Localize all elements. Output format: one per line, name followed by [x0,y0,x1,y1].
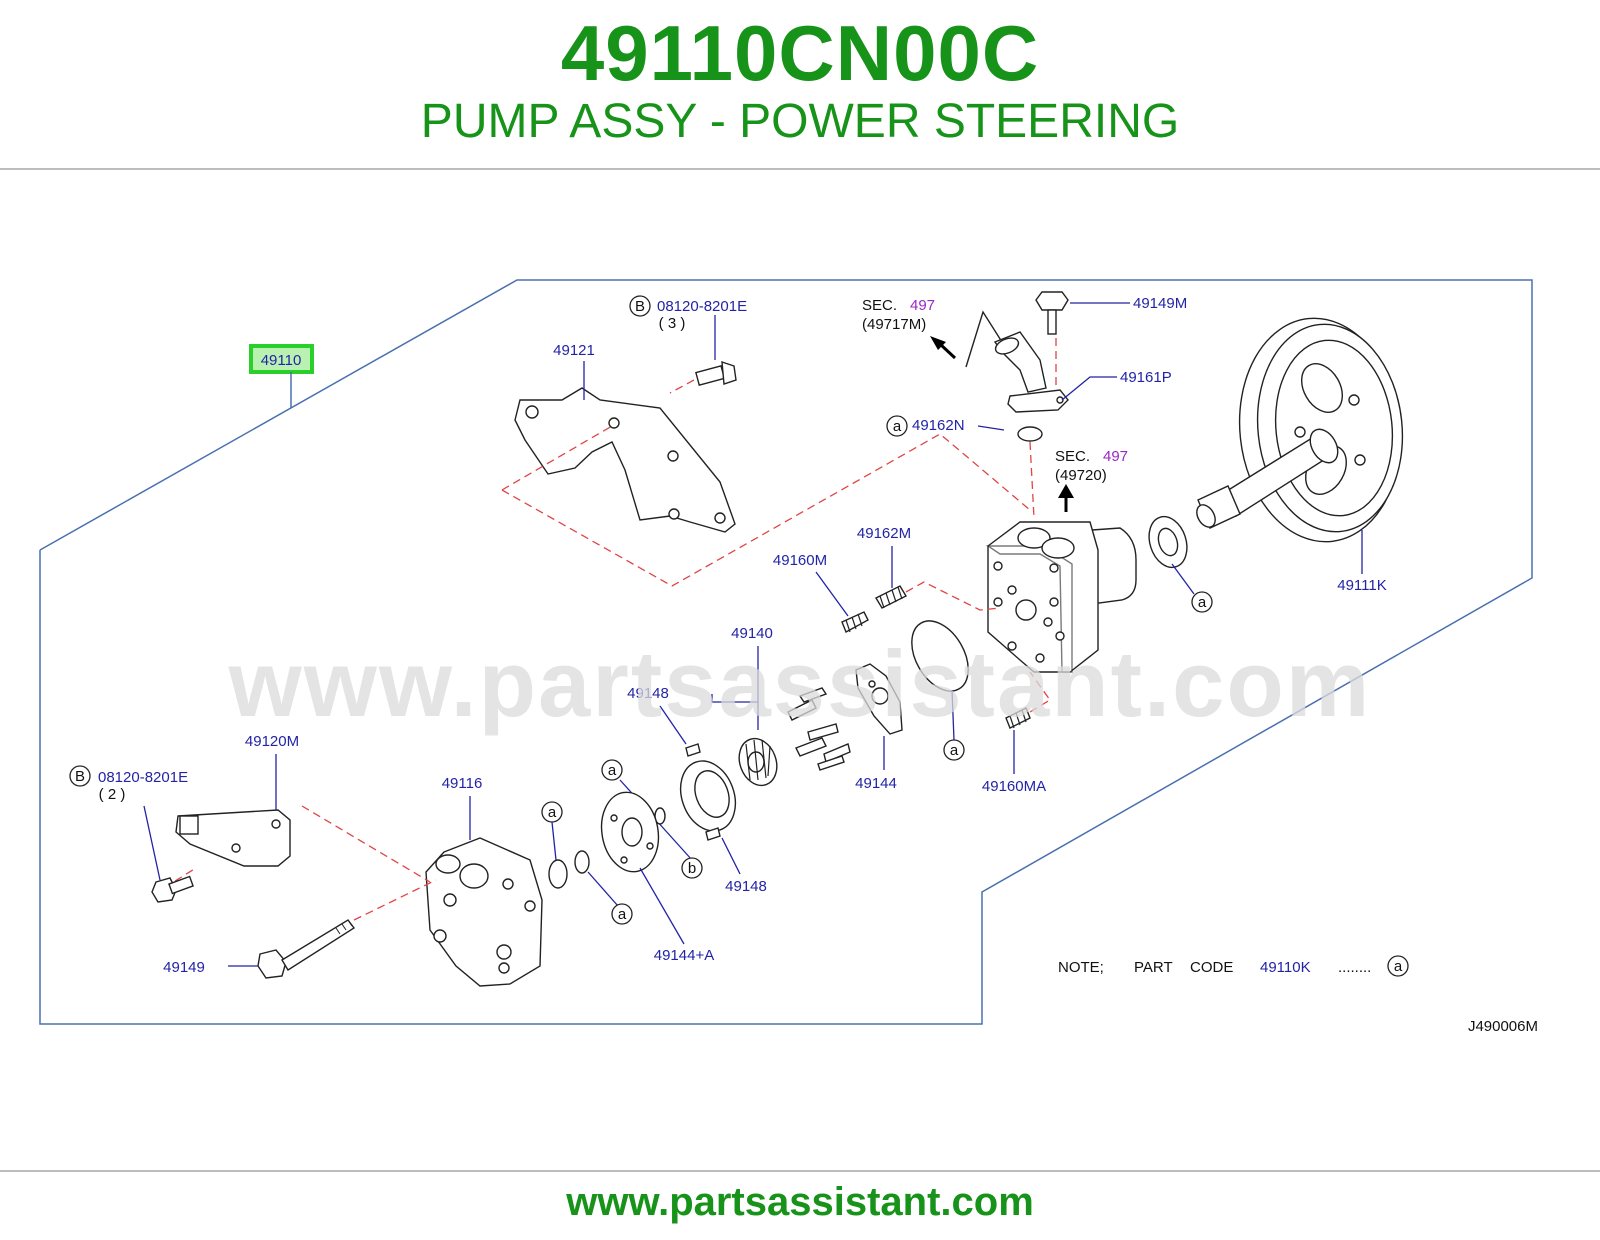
marker-a-cam: a [601,759,623,781]
label-49148-upper: 49148 [627,685,669,702]
spring-49160MA[interactable] [1005,707,1031,729]
sec-prefix-1: SEC. [862,297,897,314]
arrow-up-icon [1058,484,1074,512]
note-code: 49110K [1260,959,1311,976]
pin-49148-lower[interactable] [705,827,721,841]
label-qty-2: ( 2 ) [99,786,126,803]
marker-a-seal-1: a [541,801,563,823]
page-header: 49110CN00C PUMP ASSY - POWER STEERING [0,0,1600,170]
footer-site-link[interactable]: www.partsassistant.com [566,1180,1034,1224]
label-49120M: 49120M [245,733,299,750]
svg-text:B: B [75,768,85,785]
label-49121: 49121 [553,342,595,359]
sec-code-49720: (49720) [1055,467,1107,484]
header-divider [0,168,1600,170]
label-49144: 49144 [855,775,897,792]
assembly-label-49110[interactable]: 49110 [249,344,314,408]
pin-49148-upper[interactable] [685,743,701,757]
spring-49160M[interactable] [841,611,869,633]
sec-number-1: 497 [910,297,935,314]
label-49140: 49140 [731,625,773,642]
svg-text:a: a [608,762,617,779]
label-49160MA: 49160MA [982,778,1046,795]
assembly-frame [39,279,1533,1025]
bolt-49149[interactable] [257,919,356,979]
svg-text:49110: 49110 [261,352,302,369]
label-49162N: 49162N [912,417,965,434]
seal-ring-1[interactable] [548,859,568,889]
marker-a-seal-2: a [611,903,633,925]
label-49149M: 49149M [1133,295,1187,312]
note-part-label: PART [1134,959,1173,976]
note-code-label: CODE [1190,959,1233,976]
svg-text:B: B [635,298,645,315]
bolt-08120-lower[interactable] [151,875,194,903]
pulley-49111K[interactable] [1193,310,1412,549]
marker-a-note: a [1387,955,1409,977]
pressure-plate-49144A[interactable] [595,788,664,877]
label-08120-lower: 08120-8201E [98,769,188,786]
bolt-08120-upper[interactable]: B [629,295,737,386]
marker-a-49162N: a [886,415,908,437]
footer-divider [0,1170,1600,1172]
note-dots: ........ [1338,959,1371,976]
sec-code-49717M: (49717M) [862,316,926,333]
label-08120-upper: 08120-8201E [657,298,747,315]
note-label: NOTE; [1058,959,1104,976]
marker-b: b [681,857,703,879]
label-qty-3: ( 3 ) [659,315,686,332]
pump-body[interactable] [985,521,1137,673]
cam-ring[interactable] [671,753,744,838]
label-49148-lower: 49148 [725,878,767,895]
marker-a-seal: a [1191,591,1213,613]
marker-B-lower: B [69,765,91,787]
label-49162M: 49162M [857,525,911,542]
label-49116: 49116 [442,775,483,792]
rotor-49140[interactable] [733,733,783,790]
spring-49162M[interactable] [875,585,907,609]
oil-seal[interactable] [1143,512,1193,573]
svg-text:a: a [950,742,959,759]
svg-text:a: a [1394,958,1403,975]
bracket-49120M[interactable] [175,809,291,867]
oring-49162N[interactable] [1017,426,1043,442]
svg-text:b: b [688,860,696,877]
label-49144A: 49144+A [654,947,714,964]
label-49161P: 49161P [1120,369,1172,386]
label-49149: 49149 [163,959,205,976]
exploded-parts-diagram: 49110 49121 B 08120-8201E ( 3 ) SEC. 497… [39,279,1538,1035]
seal-ring-2[interactable] [574,850,590,874]
sec-prefix-2: SEC. [1055,448,1090,465]
side-plate-49144[interactable] [855,663,903,735]
svg-text:a: a [548,804,557,821]
label-49111K: 49111K [1337,577,1387,594]
svg-text:a: a [618,906,627,923]
svg-text:a: a [893,418,902,435]
marker-a-oring: a [943,739,965,761]
rear-cover-49116[interactable] [425,837,543,987]
vanes[interactable] [787,687,851,771]
arrow-up-left-icon [930,336,957,360]
bracket-49121[interactable] [514,387,736,533]
sec-number-2: 497 [1103,448,1128,465]
connector-pipe-49161P[interactable] [993,331,1069,413]
large-oring[interactable] [900,611,980,701]
part-number-title: 49110CN00C [560,9,1040,97]
svg-text:a: a [1198,594,1207,611]
part-description-title: PUMP ASSY - POWER STEERING [420,95,1180,148]
label-49160M: 49160M [773,552,827,569]
bolt-49149M[interactable] [1035,291,1069,335]
figure-code: J490006M [1468,1018,1538,1035]
